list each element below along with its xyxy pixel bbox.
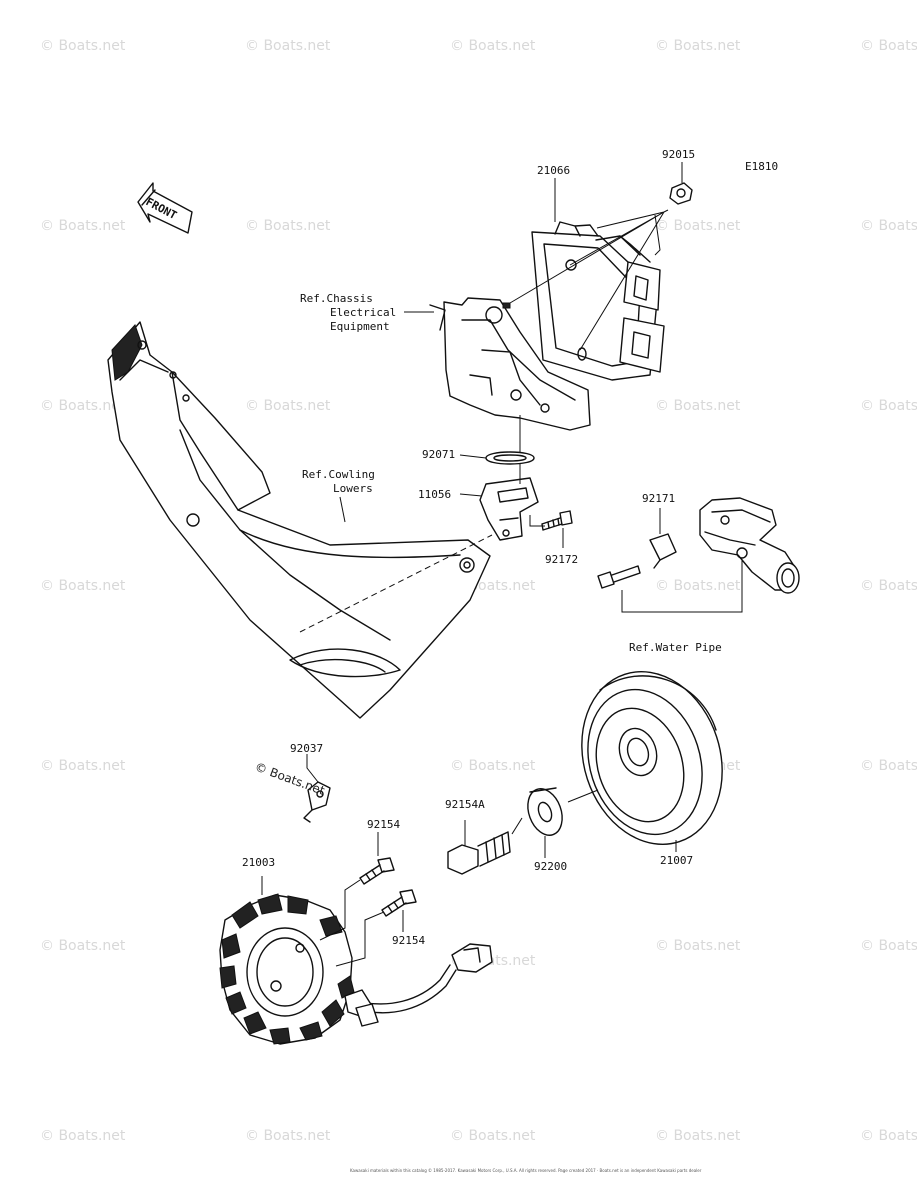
cowling-lower bbox=[107, 321, 493, 719]
copyright-text: Kawasaki materials within this catalog ©… bbox=[350, 1168, 702, 1173]
part-number-21066[interactable]: 21066 bbox=[537, 164, 570, 177]
washer-92200 bbox=[527, 787, 563, 836]
watermark: © Boats.net bbox=[40, 1128, 126, 1144]
part-number-21007[interactable]: 21007 bbox=[660, 854, 693, 867]
water-pipe bbox=[597, 497, 800, 594]
part-number-21003[interactable]: 21003 bbox=[242, 856, 275, 869]
watermark: © Boats.net bbox=[450, 1128, 536, 1144]
part-number-92171[interactable]: 92171 bbox=[642, 492, 675, 505]
part-number-92172[interactable]: 92172 bbox=[545, 553, 578, 566]
bracket-11056 bbox=[479, 477, 539, 541]
leader-lines bbox=[261, 162, 743, 967]
watermark: © Boats.net bbox=[655, 578, 741, 594]
watermark: © Boats.net bbox=[450, 758, 536, 774]
watermark: © Boats.net bbox=[860, 1128, 917, 1144]
ref-chassis-label-2: Electrical bbox=[330, 306, 396, 319]
part-number-92154-bottom[interactable]: 92154 bbox=[392, 934, 425, 947]
regulator-rectifier bbox=[531, 221, 665, 381]
grommet-92071 bbox=[485, 451, 535, 465]
bolt-92154a bbox=[447, 831, 511, 875]
watermark: © Boats.net bbox=[655, 218, 741, 234]
bracket bbox=[429, 297, 591, 431]
nut-92015 bbox=[669, 182, 693, 205]
watermark: © Boats.net bbox=[860, 218, 917, 234]
ref-chassis-label-3: Equipment bbox=[330, 320, 390, 333]
ref-cowling-label: Ref.Cowling bbox=[302, 468, 375, 481]
watermark: © Boats.net bbox=[40, 938, 126, 954]
watermark: © Boats.net bbox=[655, 938, 741, 954]
watermark: © Boats.net bbox=[245, 398, 331, 414]
bolt-92172 bbox=[541, 510, 573, 531]
watermark: © Boats.net bbox=[655, 38, 741, 54]
watermark: © Boats.net bbox=[655, 1128, 741, 1144]
watermark: © Boats.net bbox=[860, 758, 917, 774]
part-number-92037[interactable]: 92037 bbox=[290, 742, 323, 755]
watermark: © Boats.net bbox=[860, 38, 917, 54]
clamp-92037 bbox=[303, 781, 331, 823]
bolt-92154-top bbox=[359, 857, 395, 885]
watermark: © Boats.net bbox=[860, 398, 917, 414]
watermark: © Boats.net bbox=[40, 398, 126, 414]
watermark: © Boats.net bbox=[40, 38, 126, 54]
watermark: © Boats.net bbox=[450, 38, 536, 54]
part-number-92154-top[interactable]: 92154 bbox=[367, 818, 400, 831]
part-number-92200[interactable]: 92200 bbox=[534, 860, 567, 873]
watermark: © Boats.net bbox=[245, 218, 331, 234]
watermark: © Boats.net bbox=[655, 398, 741, 414]
watermark: © Boats.net bbox=[860, 578, 917, 594]
watermark: © Boats.net bbox=[40, 758, 126, 774]
front-arrow-icon: FRONT bbox=[137, 182, 193, 234]
ref-water-pipe-label: Ref.Water Pipe bbox=[629, 641, 722, 654]
part-number-92071[interactable]: 92071 bbox=[422, 448, 455, 461]
watermark: © Boats.net bbox=[245, 38, 331, 54]
part-number-92015[interactable]: 92015 bbox=[662, 148, 695, 161]
bolt-92154-bottom bbox=[381, 889, 417, 917]
watermark: © Boats.net bbox=[860, 938, 917, 954]
watermark: © Boats.net bbox=[245, 1128, 331, 1144]
watermark: © Boats.net bbox=[40, 218, 126, 234]
watermark: © Boats.net bbox=[40, 578, 126, 594]
ref-cowling-label-2: Lowers bbox=[333, 482, 373, 495]
part-number-11056[interactable]: 11056 bbox=[418, 488, 451, 501]
rotor-21007 bbox=[581, 671, 723, 845]
ref-chassis-label: Ref.Chassis bbox=[300, 292, 373, 305]
diagram-code: E1810 bbox=[745, 160, 778, 173]
stator-21003 bbox=[219, 893, 493, 1045]
part-number-92154a[interactable]: 92154A bbox=[445, 798, 485, 811]
